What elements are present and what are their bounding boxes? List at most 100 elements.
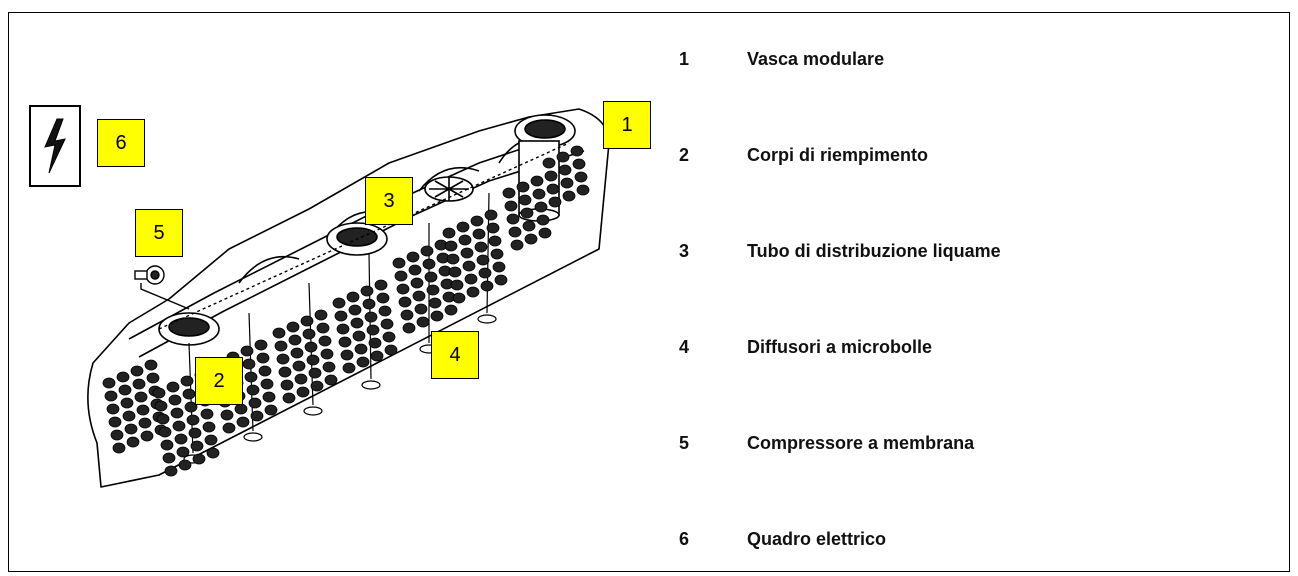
filling-body <box>110 429 124 441</box>
callout-4: 4 <box>431 331 479 379</box>
filling-body <box>242 358 256 370</box>
filling-body <box>350 317 364 329</box>
filling-body <box>240 345 254 357</box>
filling-body <box>116 371 130 383</box>
filling-body <box>172 420 186 432</box>
filling-body <box>192 453 206 465</box>
filling-body <box>516 181 530 193</box>
filling-body <box>396 283 410 295</box>
filling-body <box>376 292 390 304</box>
filling-body <box>452 292 466 304</box>
filling-body <box>136 404 150 416</box>
filling-body <box>304 341 318 353</box>
filling-body <box>572 158 586 170</box>
filling-body <box>282 392 296 404</box>
filling-body <box>220 409 234 421</box>
diagram-frame: 1 2 3 4 5 6 1 Vasca modulare 2 Corpi di … <box>8 12 1290 572</box>
filling-body <box>184 401 198 413</box>
filling-body <box>122 410 136 422</box>
filling-body <box>412 290 426 302</box>
filling-body <box>248 397 262 409</box>
filling-body <box>300 315 314 327</box>
legend: 1 Vasca modulare 2 Corpi di riempimento … <box>679 13 1279 573</box>
filling-body <box>182 388 196 400</box>
filling-body <box>494 274 508 286</box>
filling-body <box>362 298 376 310</box>
filling-body <box>178 459 192 471</box>
lightning-bolt-icon <box>44 118 66 174</box>
filling-body <box>536 214 550 226</box>
filling-body <box>156 413 170 425</box>
filling-body <box>476 254 490 266</box>
filling-body <box>336 323 350 335</box>
filling-body <box>558 164 572 176</box>
filling-body <box>324 374 338 386</box>
filling-body <box>446 253 460 265</box>
filling-body <box>134 391 148 403</box>
filling-body <box>504 200 518 212</box>
filling-body <box>352 330 366 342</box>
filling-body <box>108 416 122 428</box>
filling-body <box>538 227 552 239</box>
filling-body <box>394 270 408 282</box>
filling-body <box>170 407 184 419</box>
filling-body <box>190 440 204 452</box>
filling-body <box>478 267 492 279</box>
filling-body <box>460 247 474 259</box>
filling-body <box>132 378 146 390</box>
filling-body <box>154 400 168 412</box>
filling-body <box>280 379 294 391</box>
filling-body <box>292 360 306 372</box>
legend-number: 6 <box>679 528 690 549</box>
filling-body <box>472 228 486 240</box>
filling-body <box>532 188 546 200</box>
filling-body <box>502 187 516 199</box>
filling-body <box>204 434 218 446</box>
filling-body <box>250 410 264 422</box>
filling-body <box>416 316 430 328</box>
filling-body <box>370 350 384 362</box>
filling-body <box>202 421 216 433</box>
legend-number: 1 <box>679 48 690 69</box>
filling-body <box>562 190 576 202</box>
filling-body <box>508 226 522 238</box>
filling-body <box>246 384 260 396</box>
filling-body <box>520 207 534 219</box>
filling-body <box>332 297 346 309</box>
filling-body <box>286 321 300 333</box>
filling-body <box>160 439 174 451</box>
filling-body <box>278 366 292 378</box>
filling-body <box>348 304 362 316</box>
legend-number: 3 <box>679 240 690 261</box>
filling-body <box>166 381 180 393</box>
filling-body <box>422 258 436 270</box>
filling-body <box>400 309 414 321</box>
filling-body <box>112 442 126 454</box>
filling-body <box>200 408 214 420</box>
callout-5: 5 <box>135 209 183 257</box>
filling-body <box>188 427 202 439</box>
filling-body <box>574 171 588 183</box>
filling-body <box>320 348 334 360</box>
callout-2: 2 <box>195 357 243 405</box>
filling-body <box>318 335 332 347</box>
legend-label: Tubo di distribuzione liquame <box>747 240 1001 261</box>
filling-body <box>236 416 250 428</box>
filling-body <box>288 334 302 346</box>
filling-body <box>158 426 172 438</box>
filling-body <box>276 353 290 365</box>
filling-body <box>180 375 194 387</box>
tank-illustration <box>87 108 610 488</box>
filling-body <box>546 183 560 195</box>
legend-item: 5 Compressore a membrana <box>679 429 974 457</box>
filling-body <box>118 384 132 396</box>
filling-body <box>186 414 200 426</box>
filling-body <box>448 266 462 278</box>
legend-item: 3 Tubo di distribuzione liquame <box>679 237 1001 265</box>
filling-body <box>314 309 328 321</box>
filling-body <box>524 233 538 245</box>
callout-6: 6 <box>97 119 145 167</box>
filling-body <box>368 337 382 349</box>
filling-body <box>450 279 464 291</box>
filling-body <box>354 343 368 355</box>
